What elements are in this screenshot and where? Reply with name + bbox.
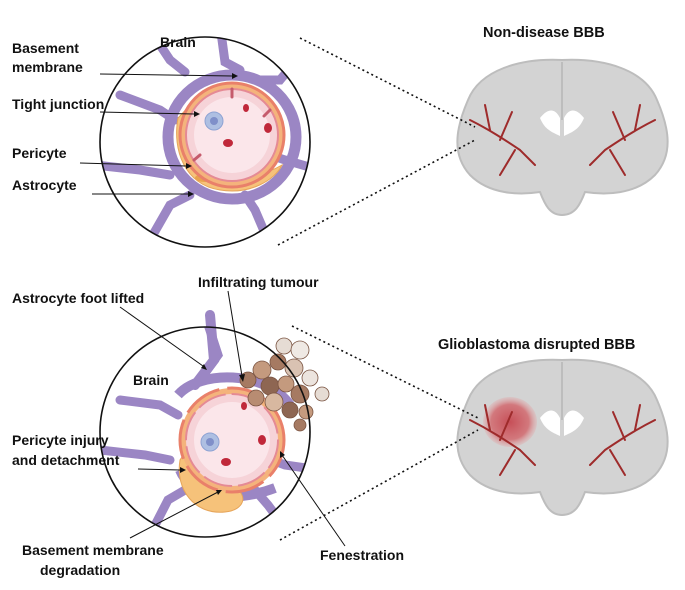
brain-label: Brain xyxy=(133,372,169,388)
svg-text:Infiltrating tumour: Infiltrating tumour xyxy=(198,274,319,290)
tight-junctions xyxy=(192,87,272,162)
panel-title-normal: Non-disease BBB xyxy=(483,25,605,41)
brain-section-glioblastoma xyxy=(456,358,669,517)
vessel-lumen xyxy=(194,97,270,173)
vessel-lumen xyxy=(194,402,270,478)
label-astrocyte: Astrocyte xyxy=(12,177,194,197)
svg-text:degradation: degradation xyxy=(40,562,120,578)
tumour-mass xyxy=(483,397,537,447)
red-blood-cell xyxy=(241,402,247,410)
red-blood-cell xyxy=(221,458,231,466)
tumour-cells xyxy=(239,337,330,432)
svg-text:Astrocyte: Astrocyte xyxy=(12,177,77,193)
svg-text:Basement: Basement xyxy=(12,40,79,56)
label-pericyte: Pericyte xyxy=(12,145,192,169)
brain-label: Brain xyxy=(160,34,196,50)
non-disease-panel: Brain Basement membrane Tight junction P… xyxy=(12,25,669,248)
zoom-circle-normal xyxy=(99,36,311,248)
connector-top xyxy=(299,37,476,128)
label-tight-junction: Tight junction xyxy=(12,96,200,117)
svg-text:and detachment: and detachment xyxy=(12,452,120,468)
svg-text:Tight junction: Tight junction xyxy=(12,96,104,112)
label-basement-membrane-degradation: Basement membrane degradation xyxy=(22,490,222,578)
red-blood-cell xyxy=(243,104,249,112)
svg-text:Pericyte injury: Pericyte injury xyxy=(12,432,109,448)
svg-text:Pericyte: Pericyte xyxy=(12,145,67,161)
svg-text:Astrocyte foot lifted: Astrocyte foot lifted xyxy=(12,290,144,306)
panel-title-glioblastoma: Glioblastoma disrupted BBB xyxy=(438,337,635,353)
lifted-astrocyte-foot xyxy=(190,310,220,390)
red-blood-cell xyxy=(223,139,233,147)
zoom-circle-disrupted xyxy=(99,310,330,538)
label-pericyte-injury: Pericyte injury and detachment xyxy=(12,432,186,473)
svg-text:membrane: membrane xyxy=(12,59,83,75)
brain-section-normal xyxy=(456,58,669,217)
label-basement-membrane: Basement membrane xyxy=(12,40,238,79)
label-infiltrating-tumour: Infiltrating tumour xyxy=(198,274,319,382)
svg-text:Fenestration: Fenestration xyxy=(320,547,404,563)
label-astrocyte-foot-lifted: Astrocyte foot lifted xyxy=(12,290,207,370)
connector-bottom xyxy=(277,139,476,246)
svg-text:Basement membrane: Basement membrane xyxy=(22,542,164,558)
red-blood-cell xyxy=(264,123,272,133)
red-blood-cell xyxy=(258,435,266,445)
label-fenestration: Fenestration xyxy=(280,451,404,563)
glioblastoma-panel: Brain Infiltrating tumour Astrocyte foot… xyxy=(12,274,669,578)
